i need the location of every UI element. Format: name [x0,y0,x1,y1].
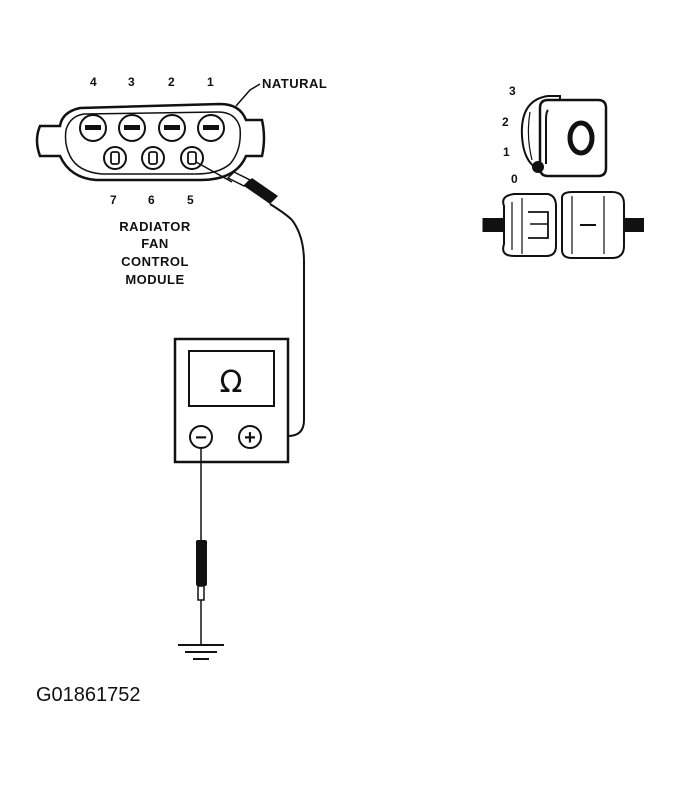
cavity-1 [197,114,225,142]
key-hole [567,120,595,156]
connector-color-label: NATURAL [262,76,327,91]
connector-half-left [502,193,557,257]
ohmmeter: Ω − + [173,337,290,464]
ignition-position-label: 1 [503,145,510,159]
cavity-5 [180,146,204,170]
ignition-position-label: 2 [502,115,509,129]
module-label-line: RADIATOR [119,219,191,234]
cavity-4 [79,114,107,142]
pin-number: 2 [168,75,175,89]
pin-number: 3 [128,75,135,89]
inline-connector [481,191,644,259]
connector-inner-outline [64,111,242,175]
negative-test-lead [196,448,207,645]
natural-leader-line [235,83,261,107]
pin-number: 5 [187,193,194,207]
ohm-symbol: Ω [220,365,243,400]
pin-number: 6 [148,193,155,207]
pin-number: 7 [110,193,117,207]
negative-terminal: − [189,425,213,449]
negative-symbol: − [195,427,207,449]
positive-terminal: + [238,425,262,449]
pin-number: 1 [207,75,214,89]
positive-test-lead [195,161,305,437]
connector: 4 3 2 1 NATURAL [35,75,327,287]
module-label-line: FAN [141,236,169,251]
ignition-switch: 3 2 1 0 [502,84,608,186]
figure-code: G01861752 [36,684,141,706]
ignition-position-label: 0 [511,172,518,186]
module-label-line: MODULE [125,272,184,287]
cavity-2 [158,114,186,142]
key-position-dot [532,161,544,173]
meter-display [188,350,275,407]
positive-symbol: + [244,427,256,449]
ignition-position-label: 3 [509,84,516,98]
module-label-line: CONTROL [121,254,189,269]
ground-icon [178,644,224,660]
cavity-3 [118,114,146,142]
probe-handle [244,178,278,204]
probe-handle [196,540,207,586]
pin-number: 4 [90,75,97,89]
cavity-6 [141,146,165,170]
cavity-7 [103,146,127,170]
